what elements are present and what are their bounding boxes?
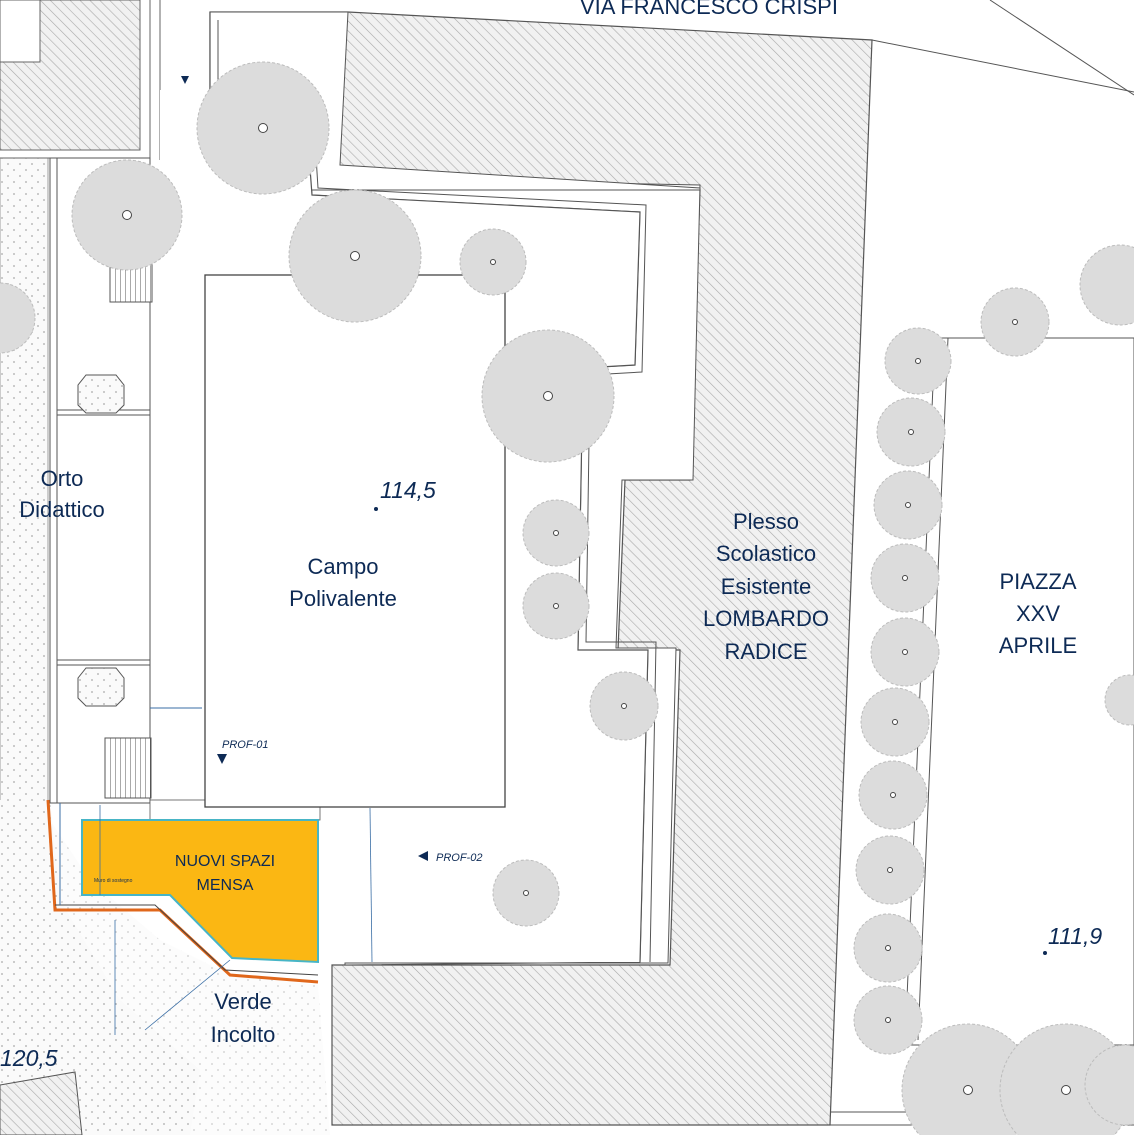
campo-elevation: 114,5: [380, 477, 436, 503]
campo-label-line2: Polivalente: [289, 586, 397, 611]
plesso-label-line3: Esistente: [721, 574, 812, 599]
verde-label-line1: Verde: [214, 989, 272, 1014]
prof-01-label: PROF-01: [222, 739, 268, 751]
sports-field: [204, 274, 506, 808]
plesso-label-line4: LOMBARDO: [703, 606, 829, 631]
orto-label-line2: Didattico: [19, 497, 105, 522]
top-left-building: [0, 0, 161, 160]
campo-label-line1: Campo: [308, 554, 379, 579]
piazza-label-line2: XXV: [1016, 601, 1060, 626]
prof-02-arrow-icon: [418, 851, 428, 861]
tree-trunks: [122, 123, 1071, 1095]
plesso-label-line2: Scolastico: [716, 541, 816, 566]
mensa-label-line1: NUOVI SPAZI: [175, 853, 275, 870]
elevation-point-icon: [1043, 951, 1047, 955]
entrance-marker-icon: [181, 76, 189, 84]
left-elevation: 120,5: [0, 1045, 58, 1071]
mensa-label-line2: MENSA: [197, 877, 254, 894]
dotted-terrain: [0, 157, 330, 1135]
new-dining-area: [46, 799, 373, 1035]
verde-label-line2: Incolto: [211, 1022, 276, 1047]
orto-label-line1: Orto: [41, 466, 84, 491]
street-label: VIA FRANCESCO CRISPI: [580, 0, 838, 19]
plesso-label-line1: Plesso: [733, 509, 799, 534]
prof-01-arrow-icon: [217, 754, 227, 764]
trees: [0, 61, 1134, 1135]
piazza-label-line1: PIAZZA: [999, 569, 1076, 594]
piazza-label-line3: APRILE: [999, 633, 1077, 658]
mensa-note: Muro di sostegno: [94, 878, 133, 884]
plesso-label-line5: RADICE: [724, 639, 807, 664]
prof-02-label: PROF-02: [436, 852, 482, 864]
elevation-point-icon: [374, 507, 378, 511]
lower-left-building: [0, 1071, 83, 1135]
piazza-elevation: 111,9: [1048, 923, 1102, 949]
